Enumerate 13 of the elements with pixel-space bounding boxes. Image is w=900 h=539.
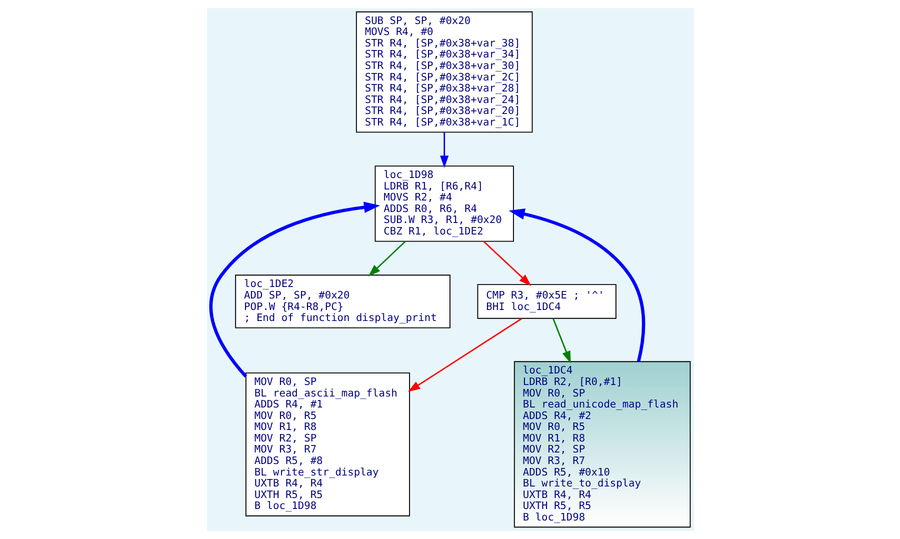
arrow — [508, 208, 645, 362]
arrow — [407, 318, 522, 392]
node-box: CMP R3, #0x5E ; '^' BHI loc_1DC4 — [476, 284, 616, 319]
node-box: loc_1D98 LDRB R1, [R6,R4] MOVS R2, #4 ADDS R0, R6, R4 SUB.W R3, R1, #0x20 CBZ R1, loc_1DE2 — [374, 166, 514, 242]
arrow — [552, 318, 570, 364]
node-box: loc_1DC4 LDRB R2, [R0,#1] MOV R0, SP BL read_unicode_map_flash ADDS R4, #2 MOV R0, R5 MOV R1, R8 MOV R2, SP MOV R3, R7 ADDS R5, #0x10 BL write_to_display UXTB R4, R4 UXTH R5, R5 B loc_1D98 — [513, 361, 690, 528]
arrow — [208, 202, 380, 378]
arrow — [368, 240, 406, 276]
node-box: MOV R0, SP BL read_ascii_map_flash ADDS R4, #1 MOV R0, R5 MOV R1, R8 MOV R2, SP MOV R3, R7 ADDS R5, #8 BL write_str_display UXTB R4, R4 UXTH R5, R5 B loc_1D98 — [244, 372, 410, 516]
node-box: SUB SP, SP, #0x20 MOVS R4, #0 STR R4, [SP,#0x38+var_38] STR R4, [SP,#0x38+var_34] STR R4, [SP,#0x38+var_30] STR R4, [SP,#0x38+var_2C] STR R4, [SP,#0x38+var_28] STR R4, [SP,#0x38+var_24] STR R4, [SP,#0x38+var_20] STR R4, [SP,#0x38+var_1C] — [355, 11, 532, 133]
arrow — [482, 240, 531, 286]
arrow — [440, 132, 448, 168]
node-box: loc_1DE2 ADD SP, SP, #0x20 POP.W {R4-R8,PC} ; End of function display_print — [234, 274, 450, 328]
